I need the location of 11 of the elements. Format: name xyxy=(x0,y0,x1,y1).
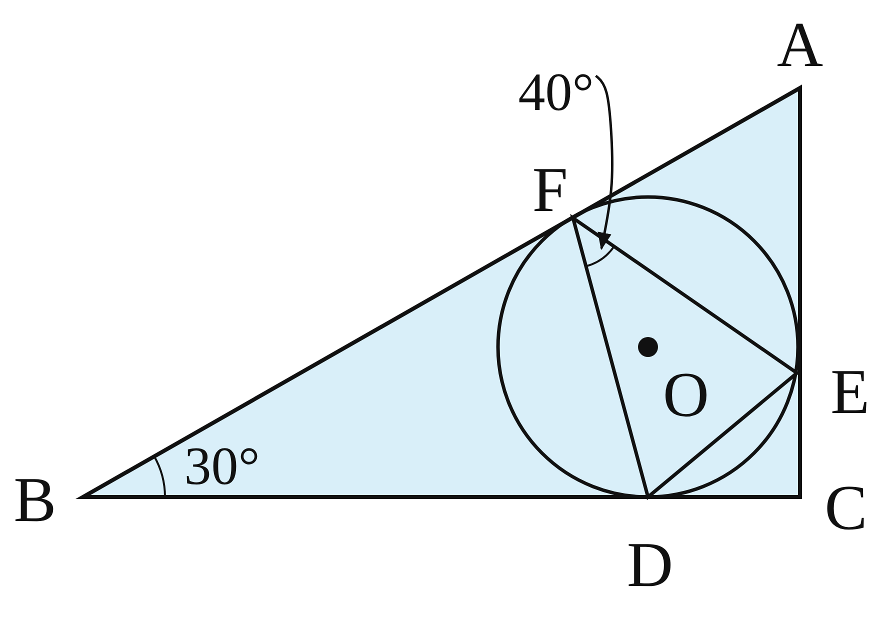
point-label: A xyxy=(776,13,824,77)
point-label: 30° xyxy=(184,439,260,493)
point-label: D xyxy=(626,533,674,597)
point-label: E xyxy=(830,360,870,424)
angle-arc xyxy=(586,246,615,268)
point-label: C xyxy=(824,476,868,540)
point-label: B xyxy=(14,468,56,532)
point-label: O xyxy=(662,363,710,427)
leader-arrow xyxy=(595,74,614,250)
point-label: F xyxy=(532,158,568,222)
angle-label: 40° xyxy=(518,65,594,119)
